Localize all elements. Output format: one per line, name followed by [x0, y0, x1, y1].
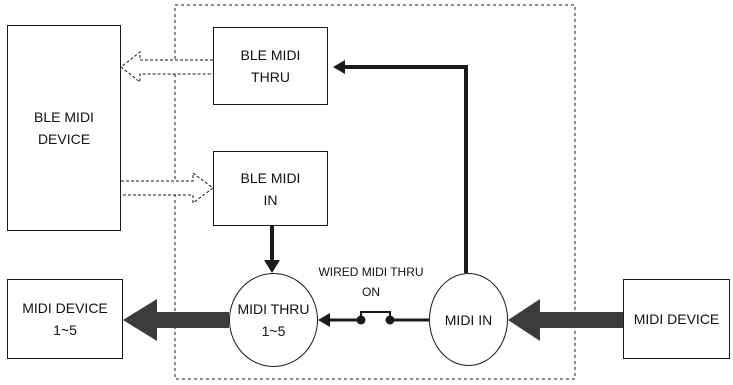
midi-device-1-5-box: MIDI DEVICE 1~5	[7, 279, 123, 359]
midi-in-to-ble-thru-line	[343, 65, 468, 273]
midi-thru-to-device-arrow	[123, 299, 229, 341]
device-to-midi-in-arrow	[508, 299, 623, 341]
ble-midi-in-box: BLE MIDI IN	[213, 151, 328, 226]
ble-thru-to-device-arrow	[120, 50, 213, 84]
midi-device-box: MIDI DEVICE	[623, 279, 730, 359]
switch-bridge	[360, 311, 391, 320]
ble-midi-thru-box: BLE MIDI THRU	[213, 27, 328, 105]
device-boundary	[174, 4, 576, 380]
wired-midi-thru-label: WIRED MIDI THRU ON	[318, 265, 424, 299]
midi-in-node: MIDI IN	[429, 273, 508, 366]
device-to-ble-in-arrow	[121, 172, 214, 204]
midi-thru-right-arrowhead	[318, 313, 330, 327]
midi-thru-node: MIDI THRU 1~5	[229, 273, 318, 367]
ble-midi-device-box: BLE MIDI DEVICE	[7, 25, 121, 231]
ble-thru-arrowhead	[333, 60, 345, 74]
midi-thru-top-arrowhead	[264, 260, 280, 273]
